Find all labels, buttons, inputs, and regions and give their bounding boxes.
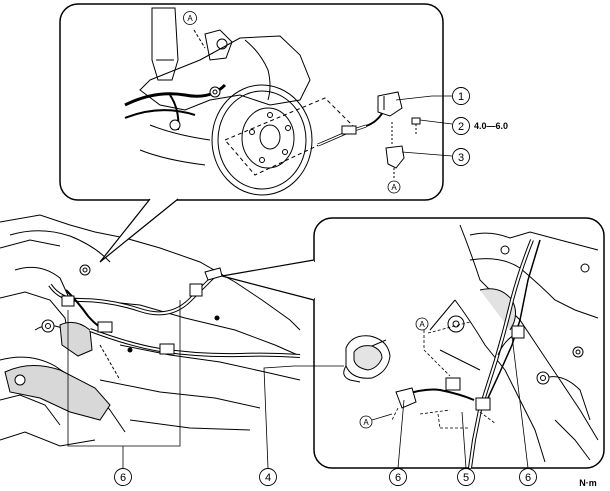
reference-mark-a-top: A <box>183 11 197 25</box>
inset-pointer-right <box>221 259 315 301</box>
reference-mark-a-sensor: A <box>387 180 401 194</box>
inset-pointer-top <box>99 198 179 263</box>
leaders-top <box>395 95 453 157</box>
inset-frame-right <box>313 217 605 469</box>
svg-text:A: A <box>187 14 193 23</box>
callout-1: 1 <box>452 87 470 105</box>
svg-text:5: 5 <box>463 472 469 484</box>
svg-text:6: 6 <box>525 472 531 484</box>
reference-mark-a-right-top: A <box>415 317 429 331</box>
reference-mark-a-right-bottom: A <box>359 413 393 429</box>
svg-text:3: 3 <box>458 152 464 164</box>
svg-text:A: A <box>391 183 397 192</box>
sensor-detail <box>317 91 421 180</box>
svg-text:6: 6 <box>395 472 401 484</box>
body-panel <box>395 224 599 469</box>
callout-4: 4 <box>259 468 277 486</box>
svg-text:6: 6 <box>120 472 126 484</box>
callout-3: 3 <box>452 148 470 166</box>
svg-text:1: 1 <box>458 91 464 103</box>
inset-frame-top <box>59 3 444 201</box>
svg-text:4: 4 <box>265 472 271 484</box>
guides-right <box>391 321 497 429</box>
inset-brake-detail: A A 1 2 4.0—6.0 3 <box>59 3 508 201</box>
callout-2: 2 4.0—6.0 <box>452 117 508 135</box>
torque-spec-2: 4.0—6.0 <box>474 121 508 131</box>
underbody-scene <box>0 214 301 447</box>
svg-text:A: A <box>419 320 425 329</box>
svg-text:2: 2 <box>458 121 464 133</box>
inset-harness-detail: A A <box>313 217 605 469</box>
leaders-bottom <box>67 300 529 469</box>
svg-text:A: A <box>363 418 369 427</box>
callout-5: 5 <box>457 468 475 486</box>
callout-6-middle: 6 <box>389 468 407 486</box>
callout-6-right: 6 <box>519 468 537 486</box>
callout-6-left: 6 <box>114 468 132 486</box>
torque-unit-label: N·m <box>579 478 597 488</box>
brake-assembly <box>124 7 313 196</box>
sensor-protector <box>343 335 391 383</box>
